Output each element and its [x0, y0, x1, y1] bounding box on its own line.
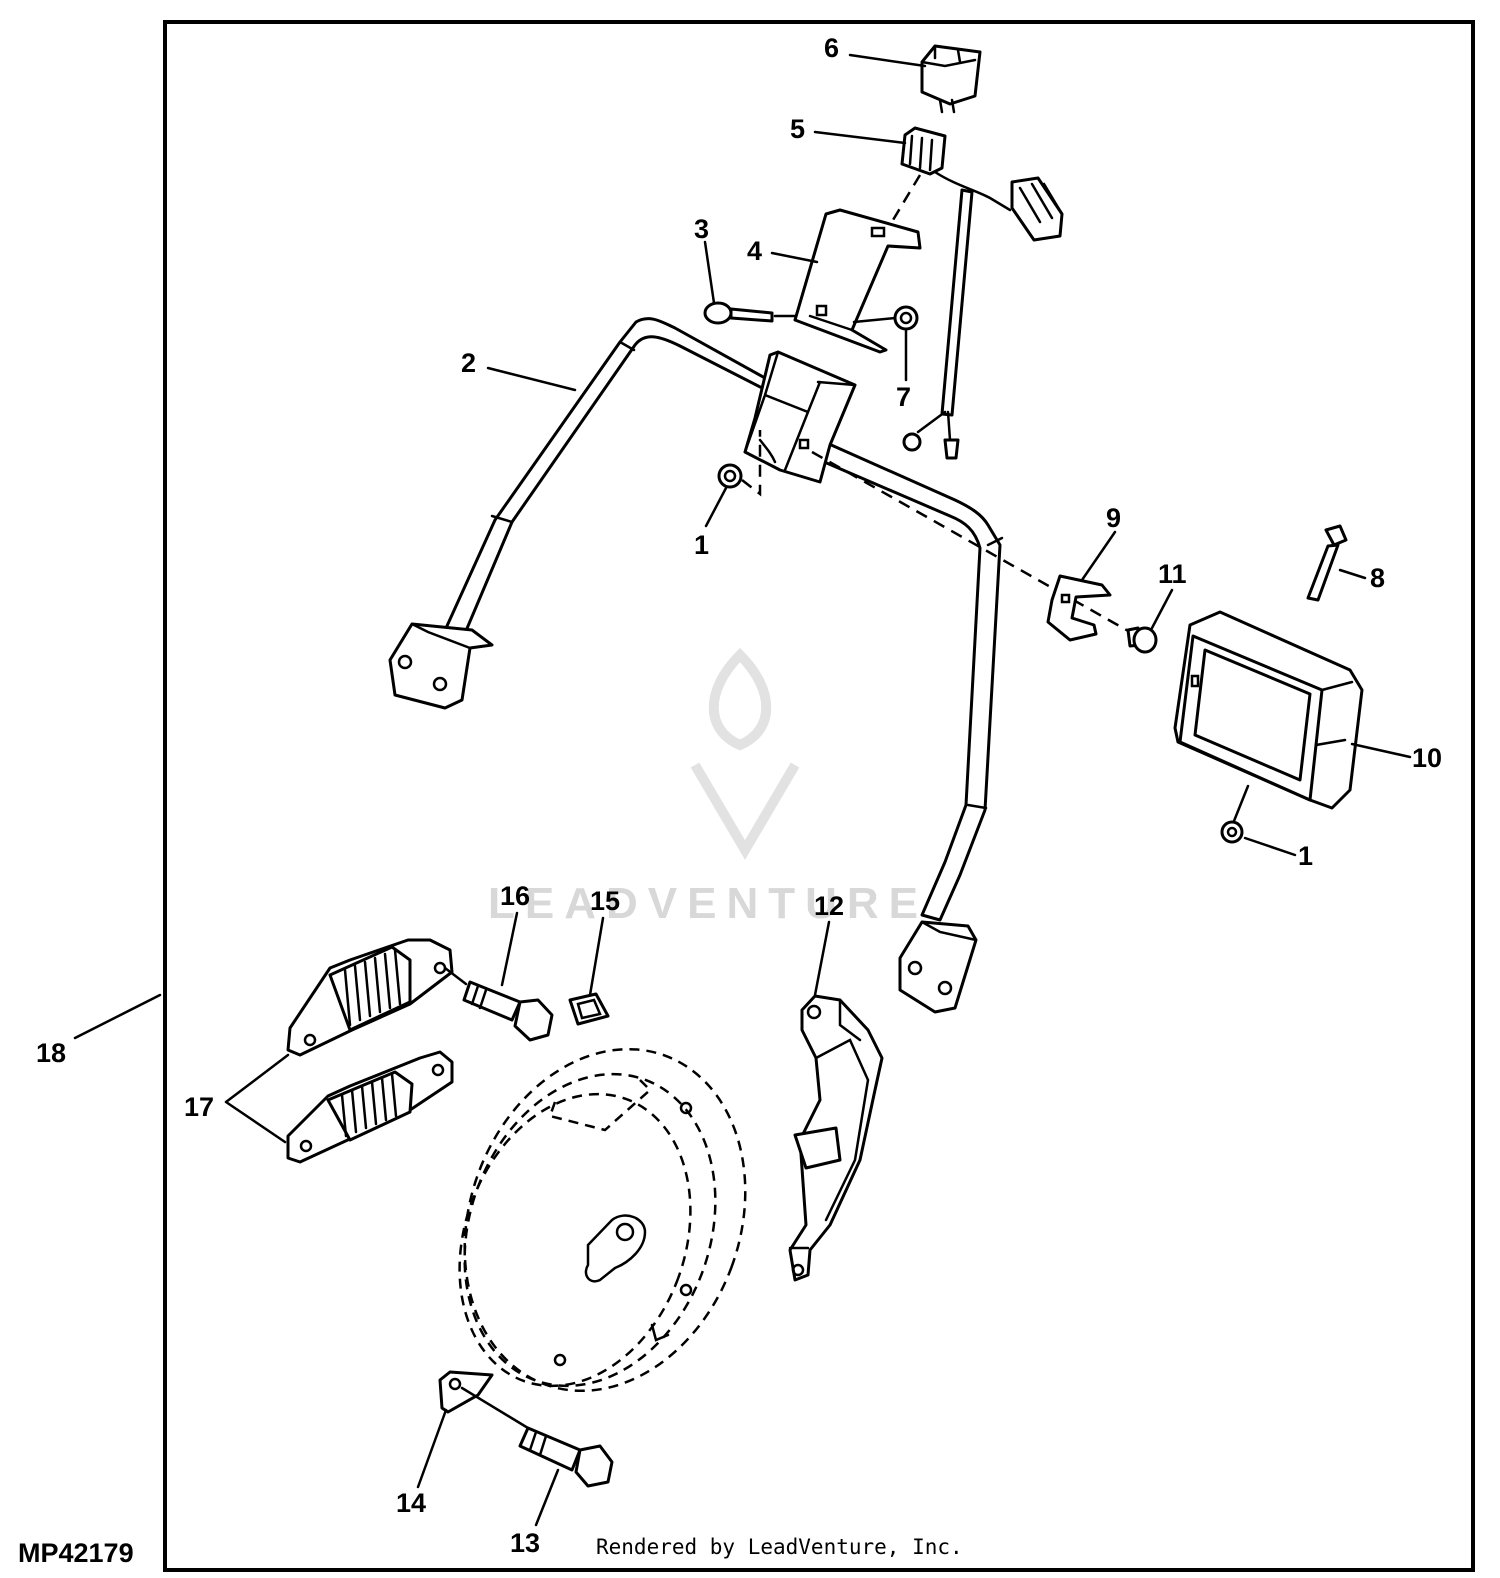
leader-lines	[73, 53, 1412, 1527]
figure-code: MP42179	[18, 1538, 134, 1568]
callout-18: 18	[36, 1038, 66, 1068]
wire-harness	[902, 170, 1064, 460]
watermark-logo: LEADVENTURE	[488, 647, 928, 928]
callout-17: 17	[184, 1092, 214, 1122]
part-10-work-light	[1173, 610, 1364, 810]
callout-8: 8	[1370, 563, 1385, 593]
part-1-nut-lower	[1220, 784, 1250, 844]
part-12-brake-lever	[788, 994, 884, 1282]
assembly-line-bracket-11	[811, 450, 1131, 634]
part-9-clip	[1046, 574, 1112, 642]
callout-14: 14	[396, 1488, 426, 1518]
callout-13: 13	[510, 1528, 540, 1558]
part-1-nut-upper	[717, 463, 743, 489]
part-15-nut	[568, 992, 610, 1026]
callout-15: 15	[590, 886, 620, 916]
callout-9: 9	[1106, 503, 1121, 533]
part-14-plate	[438, 1370, 494, 1414]
render-credit: Rendered by LeadVenture, Inc.	[596, 1535, 963, 1559]
diagram-frame	[163, 20, 1475, 1572]
part-16-bolt	[462, 980, 554, 1042]
callouts: 6 5 3 4 2 7 1 9 11 8 10 1 16 15 12 18 17…	[36, 33, 1442, 1558]
part-17-brake-shoes	[286, 938, 454, 1164]
part-3-bolt	[703, 301, 774, 325]
callout-1-lower: 1	[1298, 841, 1313, 871]
frame-channel-bracket	[743, 350, 857, 484]
callout-2: 2	[461, 348, 476, 378]
part-6-relay	[920, 44, 982, 114]
assembly-line-16	[443, 966, 468, 986]
part-5-socket	[900, 126, 947, 176]
part-11-bolt	[1126, 626, 1158, 654]
watermark-text: LEADVENTURE	[488, 879, 928, 928]
callout-4: 4	[747, 236, 762, 266]
callout-10: 10	[1412, 743, 1442, 773]
callout-16: 16	[500, 881, 530, 911]
callout-3: 3	[694, 214, 709, 244]
assembly-line-14	[460, 1386, 530, 1430]
callout-1-upper: 1	[694, 530, 709, 560]
callout-5: 5	[790, 114, 805, 144]
callout-12: 12	[814, 891, 844, 921]
part-13-bolt	[518, 1426, 614, 1488]
part-4-bracket	[793, 208, 922, 354]
assembly-line-7	[852, 316, 897, 324]
brake-drum-phantom	[458, 1047, 747, 1393]
part-2-frame-tube	[388, 317, 1004, 1014]
part-8-bolt	[1306, 524, 1348, 602]
callout-6: 6	[824, 33, 839, 63]
part-7-nut	[893, 305, 919, 331]
callout-11: 11	[1158, 559, 1187, 589]
callout-7: 7	[896, 382, 911, 412]
assembly-line-1-upper	[741, 430, 762, 497]
